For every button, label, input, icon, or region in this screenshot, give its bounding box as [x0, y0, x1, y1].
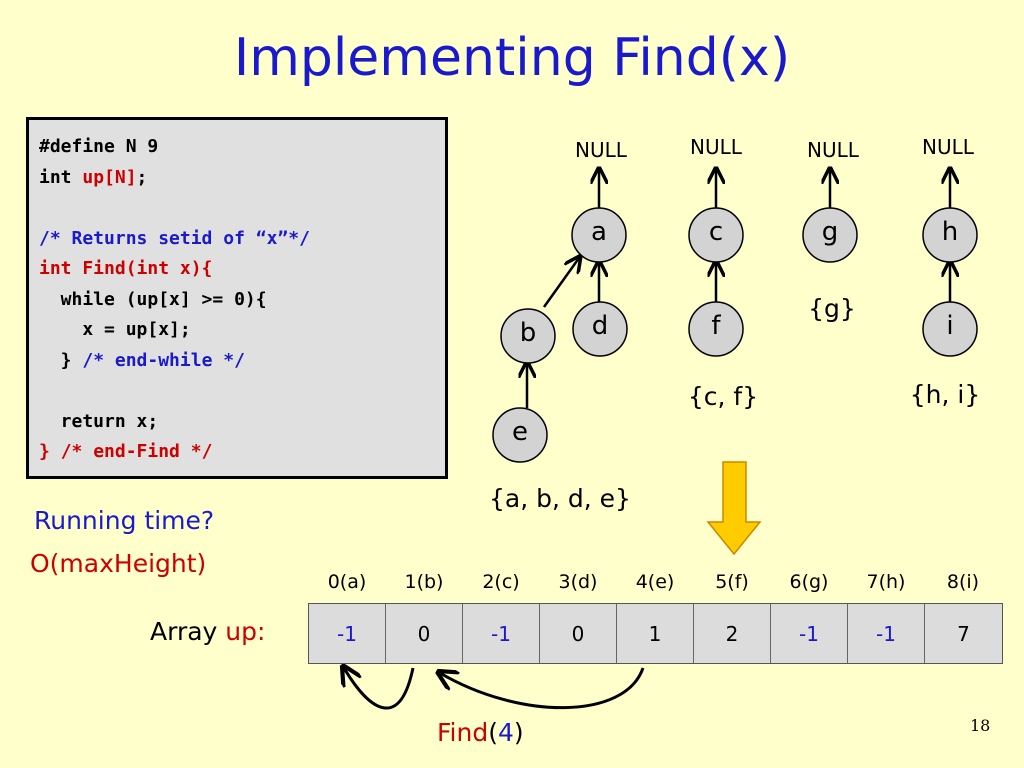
code-line-end-find: } /* end-Find */ [39, 437, 445, 468]
array-index: 3(d) [558, 571, 598, 593]
find-call-label: Find(4) [437, 718, 524, 747]
node-g-circle [802, 207, 858, 263]
arrow-b-a [542, 258, 579, 308]
array-cell: 1 [617, 604, 694, 663]
node-f: f [711, 311, 721, 341]
node-a-circle [571, 207, 627, 263]
array-cell: 0 [540, 604, 617, 663]
null-label-c: NULL [690, 135, 742, 159]
array-index: 4(e) [635, 571, 675, 593]
set-label-abde: {a, b, d, e} [489, 484, 631, 513]
find-path-arrow-2 [344, 668, 415, 710]
node-i: i [946, 311, 954, 341]
down-arrow-icon [706, 461, 762, 556]
slide-title: Implementing Find(x) [233, 28, 791, 88]
node-b: b [519, 318, 537, 348]
array-label-name: up: [225, 617, 266, 646]
code-line-signature: int Find(int x){ [39, 258, 213, 279]
code-line-end-while: } /* end-while */ [39, 346, 445, 377]
code-text-highlight: up[N] [82, 166, 137, 188]
code-line-while: while (up[x] >= 0){ [39, 288, 267, 310]
array-cell: 0 [386, 604, 463, 663]
array-index: 8(i) [946, 571, 980, 593]
node-a: a [591, 217, 607, 247]
node-i-circle [922, 301, 978, 357]
code-line-decl: int up[N]; [39, 163, 445, 194]
array-cell: -1 [463, 604, 540, 663]
null-label-a: NULL [575, 138, 627, 162]
code-text: int [39, 166, 83, 188]
node-d-circle [572, 301, 628, 357]
array-label-prefix: Array [150, 617, 226, 646]
array-label: Array up: [150, 617, 265, 646]
node-h-circle [922, 207, 978, 263]
find-path-arrow-1 [440, 667, 645, 710]
node-e-circle [492, 407, 548, 463]
running-time-question: Running time? [34, 506, 215, 535]
array-index: 2(c) [482, 571, 520, 593]
array-cell: -1 [309, 604, 386, 663]
code-line-comment: /* Returns setid of “x”*/ [39, 227, 310, 249]
set-label-hi: {h, i} [909, 380, 981, 409]
code-comment: /* end-Find */ [60, 441, 213, 462]
code-block: #define N 9 int up[N]; /* Returns setid … [26, 117, 448, 479]
code-text: ; [136, 166, 148, 188]
array-index: 5(f) [715, 571, 749, 593]
code-line-assign: x = up[x]; [39, 319, 191, 340]
running-time-answer: O(maxHeight) [30, 549, 207, 578]
find-name: Find [437, 718, 489, 747]
find-paren: ( [488, 718, 498, 747]
node-f-circle [688, 301, 744, 357]
up-array: -1 0 -1 0 1 2 -1 -1 7 [308, 603, 1003, 664]
find-arg: 4 [498, 718, 514, 747]
node-e: e [512, 417, 528, 447]
node-b-circle [500, 308, 556, 364]
set-label-g: {g} [808, 294, 856, 323]
array-cell: -1 [848, 604, 925, 663]
array-cell: 7 [957, 621, 970, 646]
array-index: 7(h) [866, 571, 906, 593]
node-d: d [591, 311, 609, 341]
set-label-cf: {c, f} [687, 382, 759, 411]
array-index: 6(g) [789, 571, 829, 593]
array-cell: -1 [771, 604, 848, 663]
code-line-define: #define N 9 [39, 136, 159, 157]
node-g: g [821, 217, 839, 247]
null-label-g: NULL [807, 138, 859, 162]
code-text: } [39, 349, 83, 371]
node-c-circle [688, 207, 744, 263]
find-paren: ) [513, 718, 524, 747]
node-c: c [708, 217, 724, 247]
code-text: } [39, 441, 61, 462]
page-number: 18 [970, 716, 991, 735]
array-index: 1(b) [404, 571, 444, 593]
array-index: 0(a) [327, 571, 367, 593]
node-h: h [941, 217, 959, 247]
code-comment: /* end-while */ [82, 349, 245, 371]
array-cell: 2 [694, 604, 771, 663]
null-label-h: NULL [922, 135, 974, 159]
code-line-return: return x; [39, 410, 159, 432]
